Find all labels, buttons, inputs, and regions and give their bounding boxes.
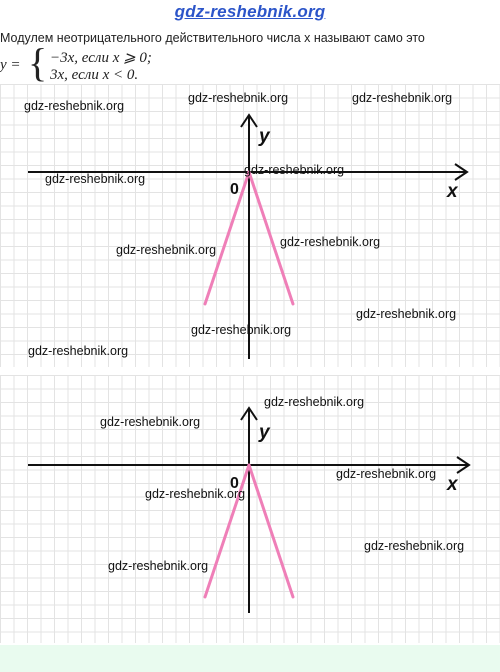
y-axis-arrow-icon xyxy=(240,113,258,128)
watermark: gdz-reshebnik.org xyxy=(28,344,129,358)
watermark: gdz-reshebnik.org xyxy=(188,91,289,105)
piecewise-formula: y = { −3x, если x ⩾ 0; 3x, если x < 0. xyxy=(0,41,300,87)
x-axis-label: x xyxy=(446,474,459,495)
watermark: gdz-reshebnik.org xyxy=(45,172,146,186)
origin-label: 0 xyxy=(230,475,239,492)
watermark: gdz-reshebnik.org xyxy=(100,415,201,429)
problem-statement: Модулем неотрицательного действительного… xyxy=(0,31,425,45)
site-title-link[interactable]: gdz-reshebnik.org xyxy=(174,2,326,21)
y-axis-arrow-icon xyxy=(240,406,258,421)
graph-2-svg: x y 0 xyxy=(28,406,471,613)
watermark: gdz-reshebnik.org xyxy=(145,487,246,501)
watermark: gdz-reshebnik.org xyxy=(280,235,381,249)
graph-panel-1: x y 0 gdz-reshebnik.org gdz-reshebnik.or… xyxy=(0,84,500,367)
graph-line-right xyxy=(247,463,295,599)
y-axis-label: y xyxy=(258,422,271,443)
watermark: gdz-reshebnik.org xyxy=(364,539,465,553)
graph-panel-2: x y 0 gdz-reshebnik.org gdz-reshebnik.or… xyxy=(0,375,500,643)
x-axis-label: x xyxy=(446,181,459,202)
formula-lhs: y = xyxy=(0,57,21,73)
site-title[interactable]: gdz-reshebnik.org xyxy=(0,2,500,22)
formula-case-1: −3x, если x ⩾ 0; xyxy=(50,50,152,66)
origin-label: 0 xyxy=(230,181,239,198)
x-axis-arrow-icon xyxy=(454,163,469,181)
watermark: gdz-reshebnik.org xyxy=(116,243,217,257)
watermark: gdz-reshebnik.org xyxy=(356,307,457,321)
formula-brace: { xyxy=(28,40,48,85)
watermark: gdz-reshebnik.org xyxy=(191,323,292,337)
graph-1-svg: x y 0 xyxy=(28,113,469,359)
graph-line-left xyxy=(203,463,251,599)
footer-band xyxy=(0,645,500,672)
watermark: gdz-reshebnik.org xyxy=(264,395,365,409)
watermark: gdz-reshebnik.org xyxy=(336,467,437,481)
watermark: gdz-reshebnik.org xyxy=(24,99,125,113)
watermark: gdz-reshebnik.org xyxy=(352,91,453,105)
graph-line-left xyxy=(203,170,251,306)
graph-line-right xyxy=(247,170,295,306)
y-axis-label: y xyxy=(258,126,271,147)
watermark: gdz-reshebnik.org xyxy=(108,559,209,573)
watermark: gdz-reshebnik.org xyxy=(244,163,345,177)
x-axis-arrow-icon xyxy=(456,456,471,474)
formula-case-2: 3x, если x < 0. xyxy=(50,67,139,83)
